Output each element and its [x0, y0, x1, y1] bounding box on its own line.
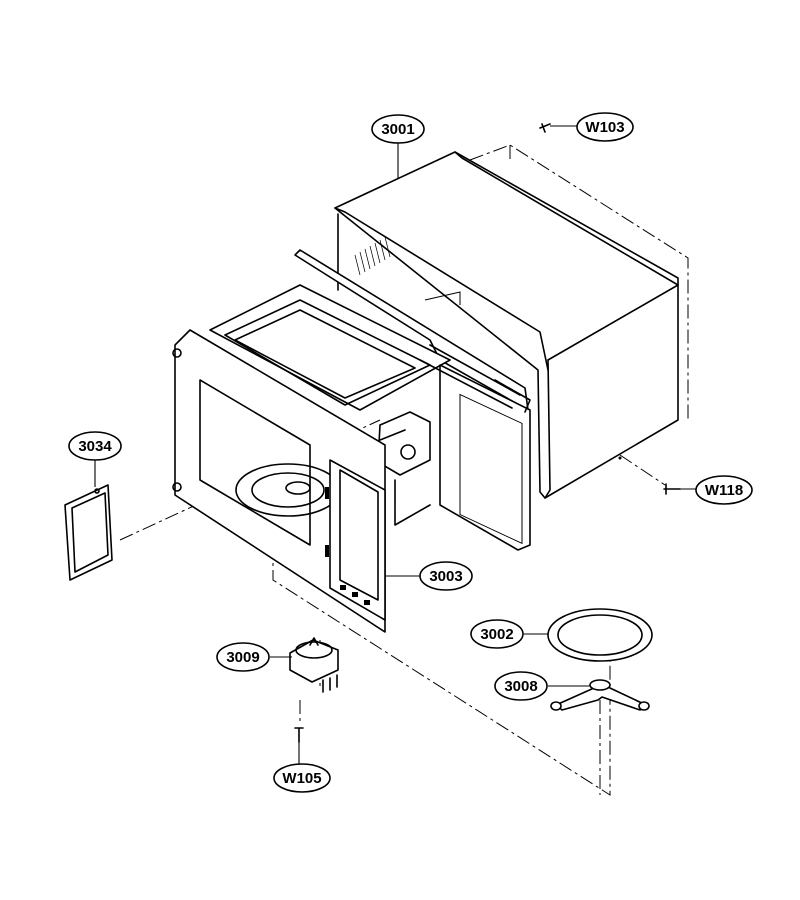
callout-3009: 3009	[216, 642, 270, 672]
callout-3034: 3034	[68, 431, 122, 461]
screw-w118	[663, 483, 700, 495]
callout-3002: 3002	[470, 619, 524, 649]
outer-cabinet-3001	[334, 151, 679, 499]
callout-3008: 3008	[494, 671, 548, 701]
turntable-motor-3009	[289, 637, 339, 693]
callout-label: 3003	[429, 568, 462, 585]
screw-w103	[539, 123, 578, 133]
glass-tray-3002	[547, 608, 653, 662]
callout-label: 3001	[381, 121, 414, 138]
callout-label: 3002	[480, 626, 513, 643]
callout-w118: W118	[695, 475, 753, 505]
callout-label: W118	[705, 482, 743, 499]
callout-w103: W103	[576, 112, 634, 142]
roller-guide-3008	[550, 679, 650, 711]
callout-label: 3009	[226, 649, 259, 666]
callout-label: W103	[585, 119, 624, 136]
screw-w105	[294, 727, 304, 765]
callout-label: 3034	[78, 438, 112, 455]
callout-label: 3008	[504, 678, 537, 695]
callout-3001: 3001	[371, 114, 425, 144]
callout-label: W105	[282, 770, 321, 787]
callout-3003: 3003	[419, 561, 473, 591]
callout-w105: W105	[273, 763, 331, 793]
inner-cavity	[172, 249, 531, 633]
waveguide-cover-3034	[64, 484, 113, 581]
leader-lines	[94, 143, 590, 687]
